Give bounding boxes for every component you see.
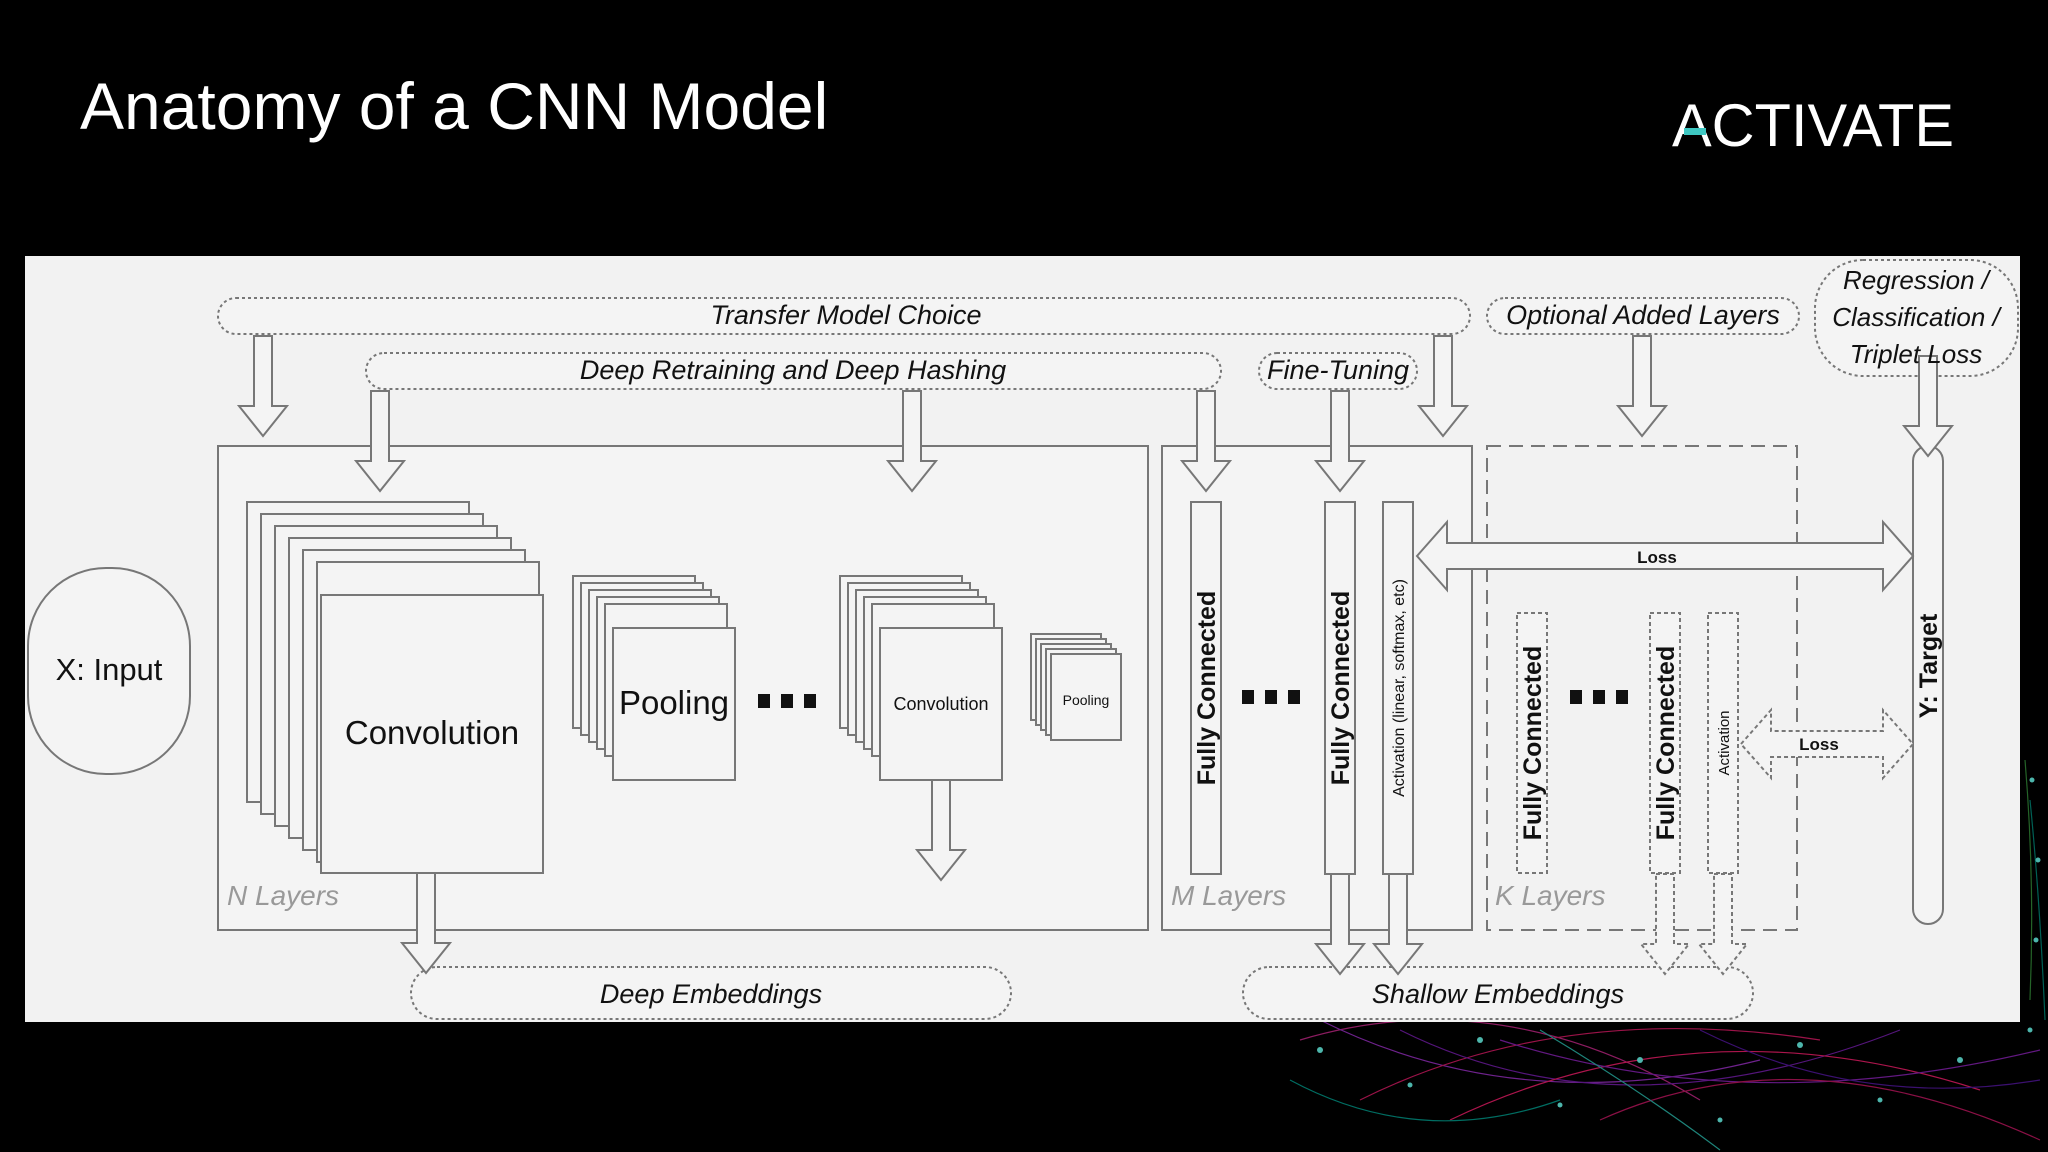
activate-logo: ACTIVATE: [1672, 92, 1954, 158]
slide-title: Anatomy of a CNN Model: [80, 69, 829, 143]
convolution-block-small: [879, 627, 1003, 781]
k-layers-frame: [1486, 445, 1798, 931]
label-pooling-small: Pooling: [1063, 692, 1110, 708]
label-m-layers: M Layers: [1171, 880, 1286, 911]
network-lines: [1289, 759, 2046, 1151]
label-fine-tuning: Fine-Tuning: [1267, 355, 1409, 385]
cnn-diagram: Transfer Model Choice Deep Retraining an…: [25, 256, 2020, 1022]
label-loss-top: Loss: [1637, 548, 1677, 567]
label-convolution-small: Convolution: [893, 694, 988, 714]
loss-arrow-top: [1415, 519, 1915, 593]
pooling-block-small: [1050, 653, 1122, 741]
label-loss-line2: Classification /: [1832, 302, 2002, 332]
loss-arrow-bottom: [1739, 707, 1915, 781]
fully-connected-column-m2: [1324, 501, 1356, 875]
label-fully-connected-m1: Fully Connected: [1193, 591, 1221, 785]
label-shallow-embeddings: Shallow Embeddings: [1372, 979, 1624, 1009]
diagram-svg: Transfer Model Choice Deep Retraining an…: [27, 259, 2019, 1020]
label-activation-m: Activation (linear, softmax, etc): [1391, 579, 1408, 797]
label-deep-embeddings: Deep Embeddings: [600, 979, 822, 1009]
fully-connected-column-k1: [1516, 612, 1548, 874]
activation-column-k: [1707, 612, 1739, 874]
input-node: [27, 567, 191, 775]
label-transfer-model-choice: Transfer Model Choice: [710, 300, 981, 330]
pill-fine-tuning: [1258, 352, 1418, 390]
label-fully-connected-k1: Fully Connected: [1519, 646, 1547, 840]
label-k-layers: K Layers: [1495, 880, 1606, 911]
label-input: X: Input: [56, 652, 163, 687]
pill-shallow-embeddings: [1242, 966, 1754, 1020]
label-optional-added-layers: Optional Added Layers: [1506, 300, 1780, 330]
label-deep-retraining: Deep Retraining and Deep Hashing: [580, 355, 1006, 385]
pill-deep-embeddings: [410, 966, 1012, 1020]
label-loss-bottom: Loss: [1799, 735, 1839, 754]
fully-connected-column-m1: [1190, 501, 1222, 875]
label-activation-k: Activation: [1716, 710, 1733, 775]
logo-text: ACTIVATE: [1672, 92, 1954, 158]
label-loss-line3: Triplet Loss: [1850, 339, 1982, 369]
logo-accent: [1684, 128, 1706, 135]
ellipsis-dots: [758, 690, 1628, 708]
label-n-layers: N Layers: [227, 880, 339, 911]
network-nodes: [1317, 777, 2041, 1123]
convolution-block-large: [320, 594, 544, 874]
label-loss-line1: Regression /: [1843, 265, 1992, 295]
label-pooling-large: Pooling: [619, 684, 729, 721]
pill-optional-added-layers: [1486, 297, 1800, 335]
pill-loss-function: [1814, 259, 2019, 377]
pill-deep-retraining: [365, 352, 1222, 390]
label-fully-connected-k2: Fully Connected: [1652, 646, 1680, 840]
fully-connected-column-k2: [1649, 612, 1681, 874]
label-fully-connected-m2: Fully Connected: [1327, 591, 1355, 785]
pooling-block-large: [612, 627, 736, 781]
pill-transfer-model-choice: [217, 297, 1471, 335]
label-convolution-large: Convolution: [345, 714, 519, 751]
label-target: Y: Target: [1915, 613, 1943, 718]
